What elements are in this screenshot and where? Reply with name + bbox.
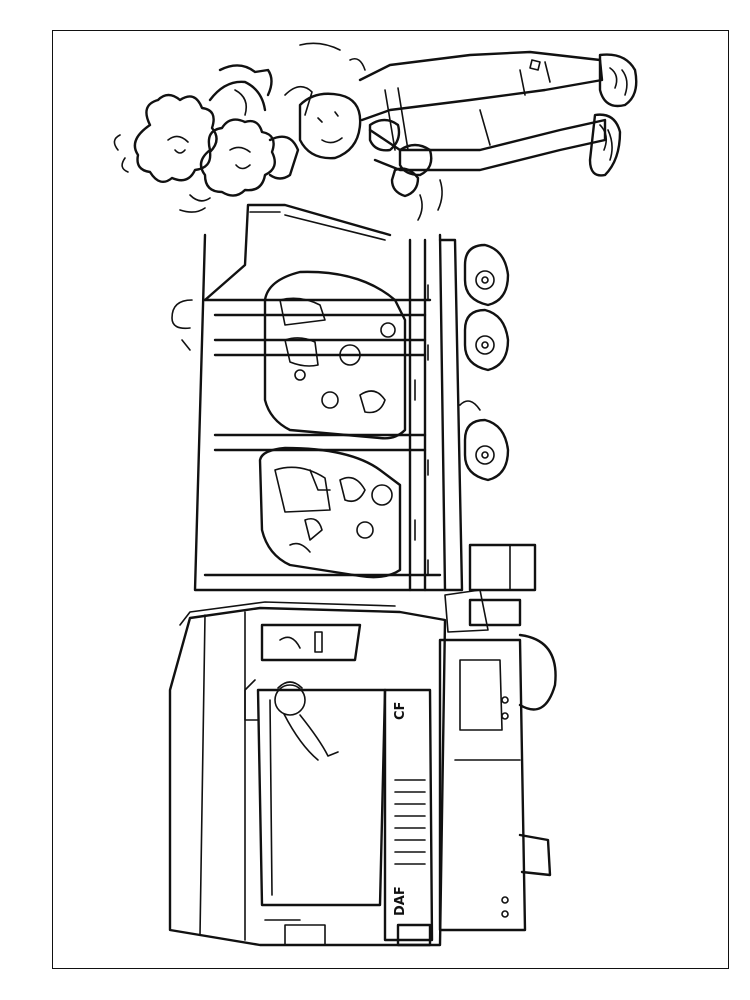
fog-light <box>284 924 326 946</box>
car-upper <box>263 270 407 440</box>
shoe <box>588 113 622 177</box>
car-trailer <box>171 203 464 592</box>
wheel <box>463 243 510 307</box>
headlight <box>396 923 432 947</box>
truck-cab: CF DAF <box>168 589 557 947</box>
page-border <box>52 30 729 969</box>
truck-driver <box>274 681 339 761</box>
hand <box>368 118 401 152</box>
car-lower <box>258 446 402 579</box>
trailer-wheels <box>459 243 537 627</box>
front-panel <box>383 688 434 942</box>
front-wheel-right <box>518 833 552 877</box>
front-wheel <box>518 633 557 711</box>
wheel <box>463 418 510 482</box>
person-left <box>113 64 273 213</box>
shoe <box>598 53 638 108</box>
front-bumper <box>438 638 527 932</box>
hand <box>398 143 433 177</box>
person-middle <box>199 85 313 197</box>
hook <box>171 299 193 330</box>
side-window <box>260 623 362 662</box>
side-mirror <box>244 679 259 721</box>
coupling-wheels <box>468 543 537 627</box>
wheel <box>463 308 510 372</box>
windshield <box>256 688 387 907</box>
cab-badge: CF <box>393 702 408 720</box>
grille-badge: DAF <box>393 886 408 916</box>
person-right <box>298 42 638 221</box>
